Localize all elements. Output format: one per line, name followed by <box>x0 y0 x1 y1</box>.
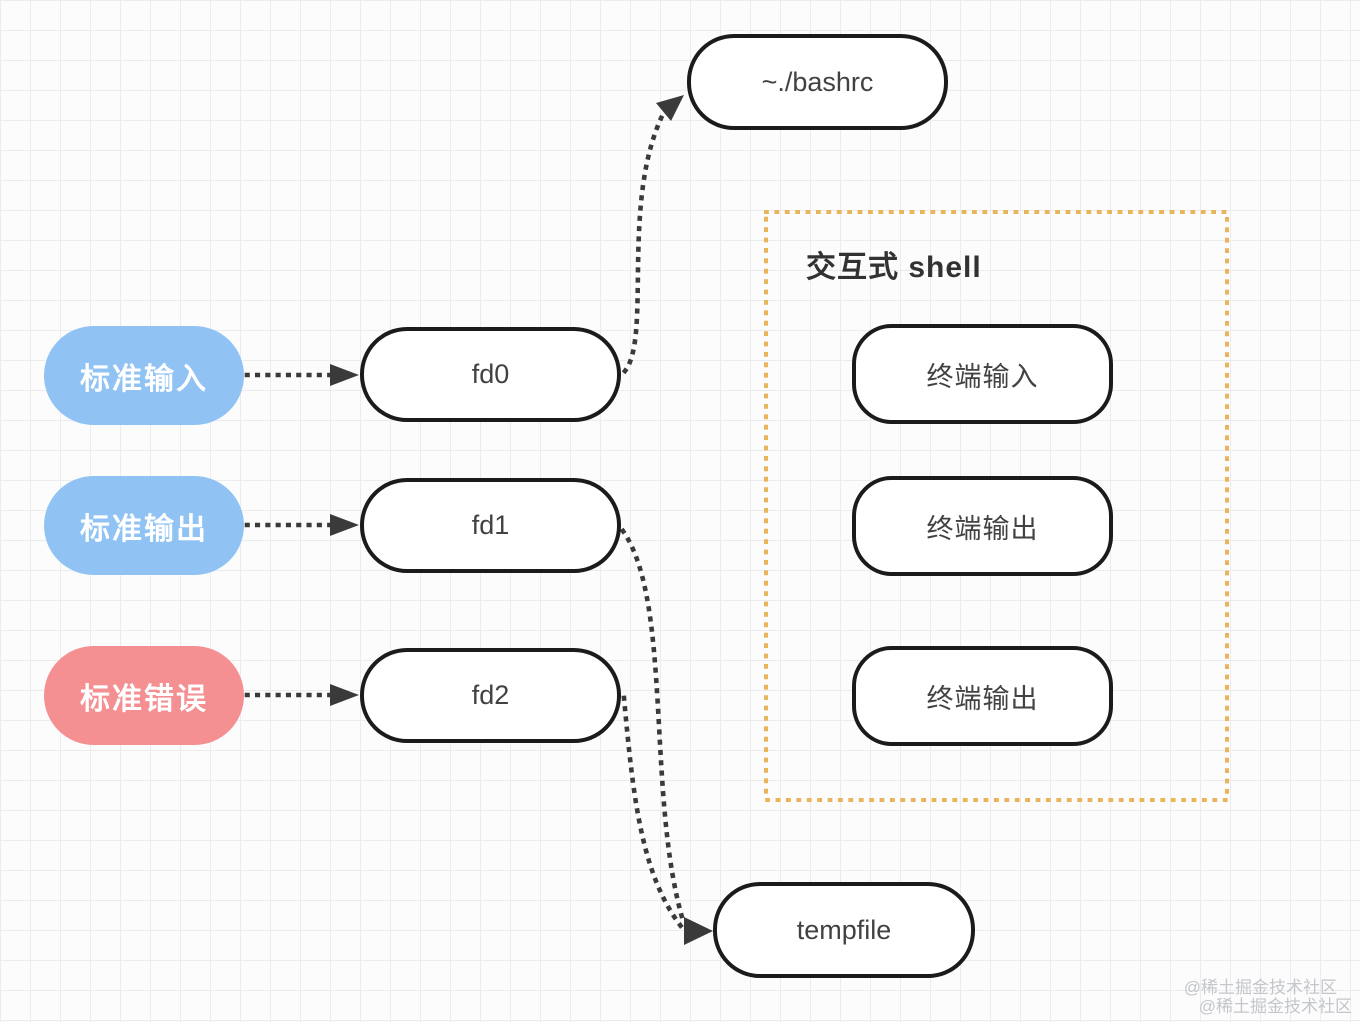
node-stdin-label: 标准输入 <box>80 362 208 396</box>
shell-group-title: 交互式 shell <box>806 251 982 284</box>
node-stdout-label: 标准输出 <box>80 512 208 546</box>
arrowhead-fd0-bashrc <box>656 95 684 121</box>
edge-fd1-tempfile <box>619 527 687 927</box>
node-stdout: 标准输出 <box>44 476 244 575</box>
node-fd1: fd1 <box>360 478 621 573</box>
watermark-line-2: @稀土掘金技术社区 <box>1198 997 1352 1016</box>
node-fd2-label: fd2 <box>471 680 510 710</box>
node-tempfile: tempfile <box>713 882 975 978</box>
edge-fd2-tempfile <box>621 695 688 934</box>
arrowhead-tempfile <box>684 917 713 945</box>
node-terminal-output-2-label: 终端输出 <box>926 683 1039 714</box>
node-fd0: fd0 <box>360 327 621 422</box>
arrowhead-stdin-fd0 <box>330 364 359 386</box>
node-bashrc: ~./bashrc <box>687 34 948 130</box>
node-terminal-output-2: 终端输出 <box>852 646 1113 746</box>
watermark: @稀土掘金技术社区 @稀土掘金技术社区 <box>1184 978 1352 1016</box>
node-bashrc-label: ~./bashrc <box>761 66 874 97</box>
node-stderr-label: 标准错误 <box>80 682 208 716</box>
node-tempfile-label: tempfile <box>796 914 892 945</box>
node-terminal-input-label: 终端输入 <box>926 361 1039 392</box>
node-fd2: fd2 <box>360 648 621 743</box>
watermark-line-1: @稀土掘金技术社区 <box>1183 978 1337 997</box>
shell-group-border <box>764 210 1229 802</box>
arrowhead-stderr-fd2 <box>330 684 359 706</box>
node-terminal-output-1-label: 终端输出 <box>926 513 1039 544</box>
edge-fd0-bashrc <box>621 108 668 375</box>
node-terminal-input: 终端输入 <box>852 324 1113 424</box>
node-fd1-label: fd1 <box>471 510 510 540</box>
node-terminal-output-1: 终端输出 <box>852 476 1113 576</box>
node-fd0-label: fd0 <box>471 359 510 389</box>
node-stderr: 标准错误 <box>44 646 244 745</box>
arrowhead-stdout-fd1 <box>330 514 359 536</box>
node-stdin: 标准输入 <box>44 326 244 425</box>
